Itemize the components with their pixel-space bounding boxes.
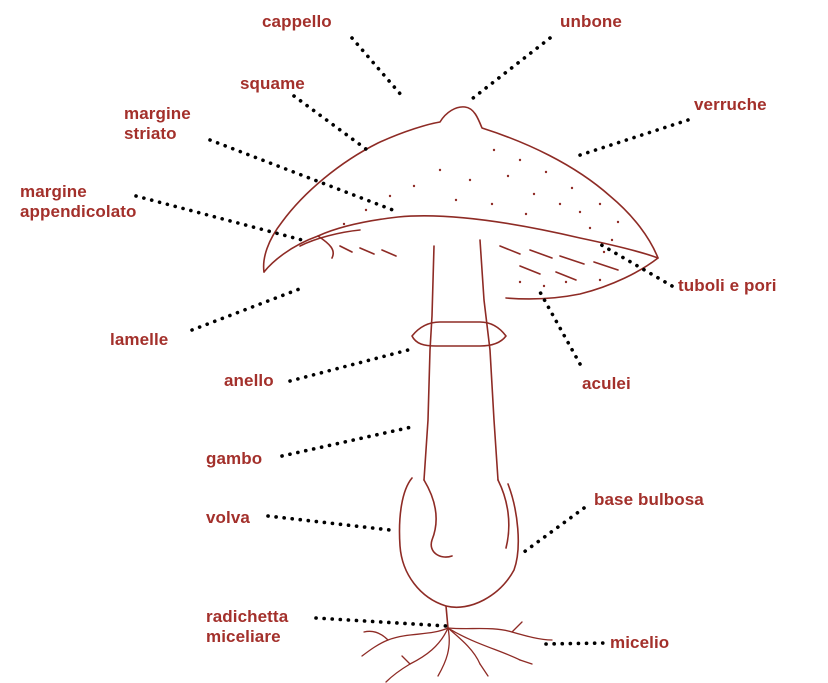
label-radichetta-miceliare-line2: miceliare xyxy=(206,627,288,647)
leader-aculei xyxy=(540,292,580,364)
label-unbone: unbone xyxy=(560,12,622,32)
leader-verruche xyxy=(574,120,688,157)
label-margine-striato-line2: striato xyxy=(124,124,191,144)
label-lamelle: lamelle xyxy=(110,330,168,350)
stem-right xyxy=(480,240,498,480)
leader-cappello xyxy=(352,38,402,96)
leader-margine-striato xyxy=(210,140,398,212)
leader-tuboli-e-pori xyxy=(598,243,672,286)
cap-outline xyxy=(264,107,658,272)
label-margine-striato-line1: margine xyxy=(124,104,191,124)
label-volva: volva xyxy=(206,508,250,528)
label-tuboli-e-pori: tuboli e pori xyxy=(678,276,777,296)
label-base-bulbosa: base bulbosa xyxy=(594,490,704,510)
leader-micelio xyxy=(546,643,604,644)
leader-lamelle xyxy=(192,288,302,330)
label-margine-appendicolato: margine appendicolato xyxy=(20,182,137,222)
label-anello: anello xyxy=(224,371,274,391)
label-micelio: micelio xyxy=(610,633,669,653)
leader-gambo xyxy=(282,426,416,456)
label-margine-striato: margine striato xyxy=(124,104,191,144)
leader-squame xyxy=(294,96,370,152)
leader-base-bulbosa xyxy=(524,508,584,552)
leader-volva xyxy=(268,516,390,530)
cap-underside xyxy=(264,216,658,299)
leader-margine-appendicolato xyxy=(136,196,306,241)
label-aculei: aculei xyxy=(582,374,631,394)
label-verruche: verruche xyxy=(694,95,767,115)
label-gambo: gambo xyxy=(206,449,262,469)
label-margine-appendicolato-line1: margine xyxy=(20,182,137,202)
leader-unbone xyxy=(468,38,550,102)
label-margine-appendicolato-line2: appendicolato xyxy=(20,202,137,222)
leader-anello xyxy=(290,350,408,381)
label-cappello: cappello xyxy=(262,12,332,32)
stem-left xyxy=(424,246,434,480)
ring xyxy=(412,322,506,346)
volva xyxy=(400,478,519,607)
label-squame: squame xyxy=(240,74,305,94)
label-radichetta-miceliare: radichetta miceliare xyxy=(206,607,288,647)
leader-radichetta-miceliare xyxy=(316,618,446,626)
label-radichetta-miceliare-line1: radichetta xyxy=(206,607,288,627)
